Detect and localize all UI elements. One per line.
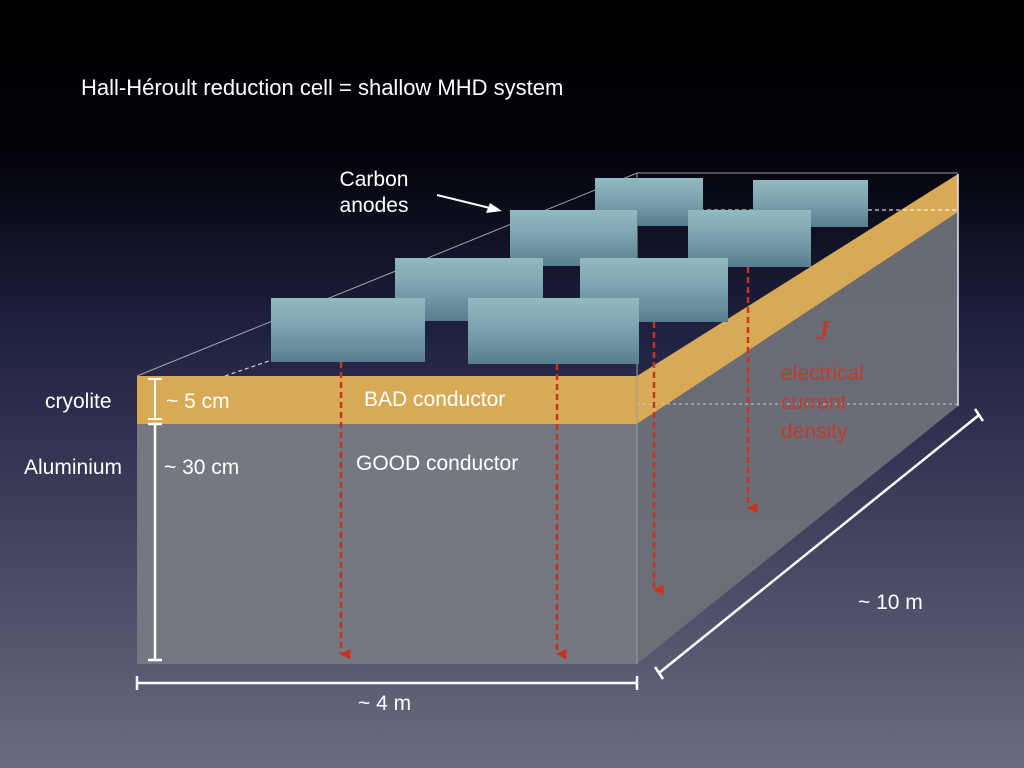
front-face-aluminium <box>137 424 637 664</box>
current-density-symbol: J <box>816 315 830 345</box>
dimension-aluminium-thickness <box>148 422 162 662</box>
cryolite-label: cryolite <box>45 390 112 413</box>
current-arrows <box>339 267 758 660</box>
anode <box>510 210 637 266</box>
current-density-label-line: current <box>781 391 847 414</box>
dimension-width <box>135 676 639 690</box>
dimension-cryolite-thickness <box>148 378 162 420</box>
anode-array <box>271 178 868 364</box>
anode <box>468 298 639 364</box>
current-density-label-line: density <box>781 420 848 443</box>
aluminium-thickness: ~ 30 cm <box>164 456 240 479</box>
cryolite-thickness: ~ 5 cm <box>166 390 230 413</box>
front-face-cryolite <box>137 376 637 424</box>
anodes-label-line: Carbon <box>339 168 409 191</box>
aluminium-description: GOOD conductor <box>356 452 519 475</box>
anode <box>688 210 811 267</box>
anodes-label: Carbon anodes <box>322 167 426 220</box>
anodes-pointer-arrow <box>436 194 502 213</box>
width-dimension-label: ~ 4 m <box>358 692 412 715</box>
dimension-length <box>653 408 985 680</box>
anode <box>271 298 425 362</box>
current-density-label-line: electrical <box>781 362 864 385</box>
top-left-edge <box>136 172 638 377</box>
slide-title: Hall-Héroult reduction cell = shallow MH… <box>81 75 564 100</box>
current-density-label: electrical current density <box>781 359 864 446</box>
length-dimension-label: ~ 10 m <box>858 591 923 614</box>
anodes-label-line: anodes <box>339 194 409 218</box>
cryolite-description: BAD conductor <box>364 388 506 411</box>
right-face-cryolite <box>637 174 958 424</box>
hidden-edge-left <box>224 359 273 377</box>
right-face-aluminium <box>637 212 958 664</box>
aluminium-label: Aluminium <box>24 456 123 479</box>
